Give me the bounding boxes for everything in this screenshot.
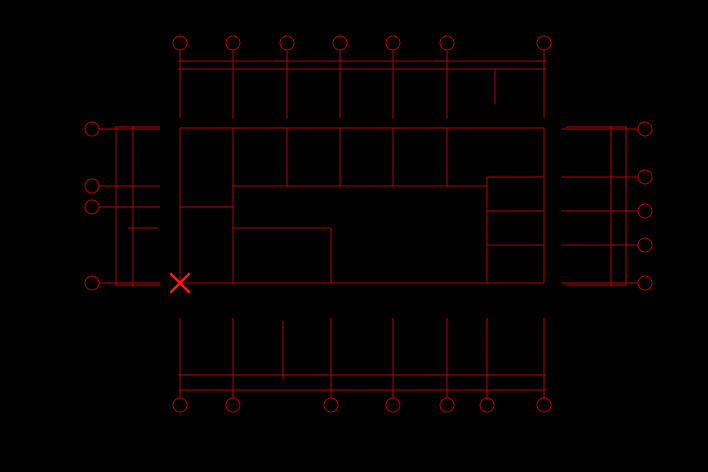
axis-bubble	[536, 35, 552, 51]
axis-bubble	[279, 35, 295, 51]
axis-bubble	[172, 397, 188, 413]
axis-bubble	[637, 237, 653, 253]
axis-bubble	[536, 397, 552, 413]
left-dimension-lines	[115, 126, 160, 286]
bottom-axis-leaders	[179, 318, 545, 398]
axis-bubble	[84, 275, 100, 291]
building-outline	[179, 127, 545, 284]
x-mark-icon[interactable]	[169, 272, 191, 294]
axis-bubble	[637, 121, 653, 137]
left-axis-leaders	[99, 128, 160, 284]
axis-bubble	[225, 397, 241, 413]
top-axis-bubbles	[172, 35, 552, 51]
axis-bubble	[385, 397, 401, 413]
axis-bubble	[439, 35, 455, 51]
right-axis-bubbles	[637, 121, 653, 291]
axis-bubble	[637, 275, 653, 291]
axis-bubble	[225, 35, 241, 51]
axis-bubble	[479, 397, 495, 413]
axis-bubble	[332, 35, 348, 51]
axis-bubble	[84, 178, 100, 194]
axis-bubble	[172, 35, 188, 51]
left-axis-bubbles	[84, 121, 100, 291]
right-axis-leaders	[562, 128, 638, 284]
interior-walls	[180, 128, 544, 283]
bottom-axis-bubbles	[172, 397, 552, 413]
axis-bubble	[439, 397, 455, 413]
axis-bubble	[84, 199, 100, 215]
axis-bubble	[385, 35, 401, 51]
top-axis-leaders	[179, 50, 545, 118]
axis-bubble	[637, 169, 653, 185]
right-dimension-lines	[566, 126, 627, 286]
axis-bubble	[637, 203, 653, 219]
axis-bubble	[84, 121, 100, 137]
axis-bubble	[323, 397, 339, 413]
bottom-dimension-lines	[178, 321, 546, 391]
top-dimension-lines	[178, 60, 546, 104]
